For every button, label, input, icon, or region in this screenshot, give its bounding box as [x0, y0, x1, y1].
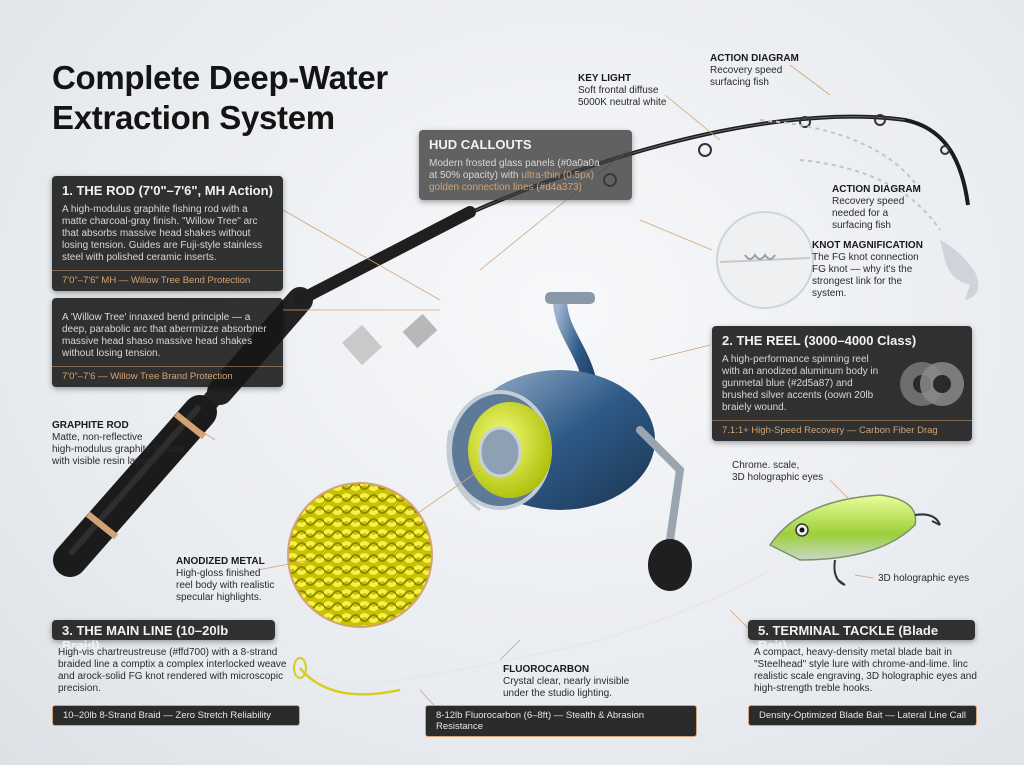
hud-title: HUD CALLOUTS — [429, 137, 532, 152]
reel-panel-title: 2. THE REEL (3000–4000 Class) — [722, 333, 917, 348]
graphite-line1: Matte, non-reflective — [52, 432, 143, 443]
graphite-line3: with visible resin layers. — [52, 456, 158, 467]
action-top-title: ACTION DIAGRAM — [710, 53, 799, 64]
action-mid-title: ACTION DIAGRAM — [832, 184, 921, 195]
leader-line — [299, 569, 771, 685]
action-diagram-top-callout: ACTION DIAGRAM Recovery speed surfacing … — [710, 53, 799, 89]
line-panel-footer: 10–20lb 8-Strand Braid — Zero Stretch Re… — [52, 705, 300, 726]
graphite-line2: high-modulus graphite texture — [52, 444, 185, 455]
action-top-line1: Recovery speed — [710, 65, 783, 76]
line-panel-title: 3. THE MAIN LINE (10–20lb Braid) — [62, 623, 229, 653]
action-arrows — [759, 119, 941, 231]
hud-line1: Modern frosted glass panels (#0a0a0a — [429, 158, 600, 169]
title-line-2: Extraction System — [52, 99, 335, 136]
knot-magnifier — [716, 211, 814, 309]
reel-panel-footer: 7.1:1+ High-Speed Recovery — Carbon Fibe… — [712, 420, 972, 441]
fish-silhouette — [940, 240, 979, 300]
willow-panel-footer: 7'0"–7'6 — Willow Tree Brand Protection — [52, 366, 283, 387]
anodized-title: ANODIZED METAL — [176, 556, 265, 567]
knot-line4: system. — [812, 288, 847, 299]
anodized-line3: specular highlights. — [176, 592, 262, 603]
main-line-header: 3. THE MAIN LINE (10–20lb Braid) — [52, 620, 275, 653]
title-line-1: Complete Deep-Water — [52, 59, 388, 96]
hud-callouts-panel: HUD CALLOUTS Modern frosted glass panels… — [419, 130, 632, 200]
page-title: Complete Deep-Water Extraction System — [52, 58, 388, 138]
graphite-rod-callout: GRAPHITE ROD Matte, non-reflective high-… — [52, 420, 184, 468]
knot-line3: strongest link for the — [812, 276, 903, 287]
rod-panel-footer: 7'0"–7'6" MH — Willow Tree Bend Protecti… — [52, 270, 283, 291]
braid-magnifier — [287, 482, 433, 628]
graphite-title: GRAPHITE ROD — [52, 420, 129, 431]
rod-panel: 1. THE ROD (7'0"–7'6", MH Action) A high… — [52, 176, 283, 291]
chrome-line2: 3D holographic eyes — [732, 472, 824, 483]
hud-line2b: ultra-thin (0.5px) — [521, 170, 595, 181]
lure-illustration — [768, 494, 941, 586]
fluoro-title: FLUOROCARBON — [503, 664, 590, 675]
action-top-line2: surfacing fish — [710, 77, 769, 88]
line-panel-body: High-vis chartreustreuse (#ffd700) with … — [58, 647, 287, 694]
fluoro-line1: Crystal clear, nearly invisible — [503, 676, 630, 687]
chrome-line1: Chrome. scale, — [732, 460, 800, 471]
knot-line2: FG knot — why it's the — [812, 264, 913, 275]
reel-illustration — [446, 292, 692, 591]
key-light-line1: Soft frontal diffuse — [578, 85, 659, 96]
hud-line2a: at 50% opacity) with — [429, 170, 522, 181]
drag-washer-icon — [900, 362, 964, 406]
knot-title: KNOT MAGNIFICATION — [812, 240, 923, 251]
anodized-line2: reel body with realistic — [176, 580, 275, 591]
knot-line1: The FG knot connection — [812, 252, 919, 263]
key-light-line2: 5000K neutral white — [578, 97, 667, 108]
fluoro-line2: under the studio lighting. — [503, 688, 612, 699]
tackle-panel-body: A compact, heavy-density metal blade bai… — [754, 647, 977, 694]
knot-magnification-callout: KNOT MAGNIFICATION The FG knot connectio… — [812, 240, 923, 300]
key-light-title: KEY LIGHT — [578, 73, 632, 84]
fluorocarbon-bar: 8-12lb Fluorocarbon (6–8ft) — Stealth & … — [425, 705, 697, 737]
chrome-scale-callout: Chrome. scale, 3D holographic eyes — [732, 460, 823, 484]
rod-guides — [603, 114, 950, 187]
action-diagram-mid-callout: ACTION DIAGRAM Recovery speed needed for… — [832, 184, 921, 232]
anodized-line1: High-gloss finished — [176, 568, 261, 579]
holographic-eyes-callout: 3D holographic eyes — [878, 573, 970, 584]
reel-panel: 2. THE REEL (3000–4000 Class) A high-per… — [712, 326, 972, 441]
action-mid-line2: needed for a — [832, 208, 889, 219]
willow-tree-panel: A 'Willow Tree' innaxed bend principle —… — [52, 298, 283, 387]
terminal-tackle-header: 5. TERMINAL TACKLE (Blade Bait) — [748, 620, 975, 653]
rod-panel-body: A high-modulus graphite fishing rod with… — [62, 204, 263, 263]
hud-line3: golden connection lines (#d4a373) — [429, 182, 582, 193]
rod-panel-title: 1. THE ROD (7'0"–7'6", MH Action) — [62, 183, 273, 198]
action-mid-line3: surfacing fish — [832, 220, 891, 231]
fluorocarbon-callout: FLUOROCARBON Crystal clear, nearly invis… — [503, 664, 629, 700]
tackle-panel-title: 5. TERMINAL TACKLE (Blade Bait) — [758, 623, 939, 653]
willow-panel-body: A 'Willow Tree' innaxed bend principle —… — [62, 312, 267, 359]
action-mid-line1: Recovery speed — [832, 196, 905, 207]
tackle-panel-footer: Density-Optimized Blade Bait — Lateral L… — [748, 705, 977, 726]
key-light-callout: KEY LIGHT Soft frontal diffuse 5000K neu… — [578, 73, 666, 109]
anodized-metal-callout: ANODIZED METAL High-gloss finished reel … — [176, 556, 274, 604]
reel-panel-body: A high-performance spinning reel with an… — [722, 354, 879, 413]
